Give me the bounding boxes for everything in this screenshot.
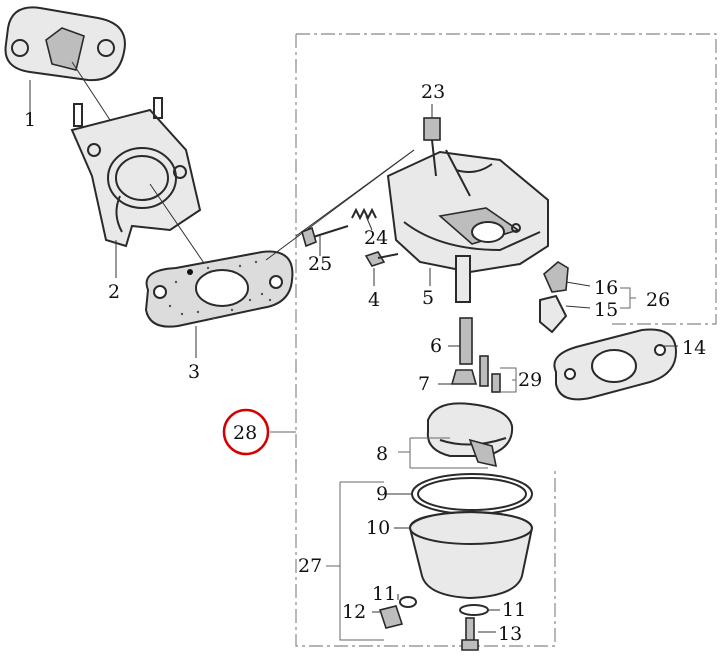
bracket-26: [620, 287, 636, 309]
part-1-insulator-gasket: [4, 6, 126, 121]
callout-6: 6: [430, 335, 442, 357]
part-25-screw: [301, 225, 349, 256]
callout-26: 26: [646, 289, 670, 311]
callout-16: 16: [594, 277, 618, 299]
part-29-pilot-jets: [479, 355, 517, 393]
callout-10: 10: [366, 517, 390, 539]
callout-12: 12: [342, 601, 366, 623]
callout-24: 24: [364, 227, 388, 249]
part-2-spacer-plate: [70, 97, 207, 278]
part-10-float-bowl: [394, 510, 534, 600]
part-3-carburetor-gasket: [144, 250, 294, 358]
callout-14: 14: [682, 337, 706, 359]
callout-11-upper: 11: [372, 583, 396, 605]
callout-4: 4: [368, 289, 380, 311]
part-5-carburetor-body: [265, 104, 549, 303]
callout-9: 9: [376, 483, 388, 505]
callout-28: 28: [233, 422, 257, 444]
highlight-circle: [222, 408, 270, 456]
part-24-spring: [351, 207, 377, 231]
callout-27: 27: [298, 555, 322, 577]
assembly-boundary: [295, 33, 717, 647]
part-8-float: [398, 402, 514, 469]
part-16-15-choke-parts: [539, 261, 591, 334]
bracket-27: [326, 481, 384, 641]
callout-15: 15: [594, 299, 618, 321]
part-9-float-bowl-gasket: [386, 473, 533, 515]
callout-3: 3: [188, 361, 200, 383]
callout-5: 5: [422, 287, 434, 309]
callout-23: 23: [421, 81, 445, 103]
callout-7: 7: [418, 373, 430, 395]
part-14-gasket: [553, 328, 678, 401]
callout-1: 1: [24, 109, 36, 131]
callout-8: 8: [376, 443, 388, 465]
part-13-bowl-bolt: [461, 617, 496, 651]
part-11-washer: [397, 594, 500, 616]
callout-13: 13: [498, 623, 522, 645]
callout-11-lower: 11: [502, 599, 526, 621]
part-6-main-nozzle: [448, 317, 473, 365]
part-7-main-jet: [438, 369, 478, 385]
callout-2: 2: [108, 281, 120, 303]
part-4-screw: [364, 251, 399, 286]
part-12-drain-screw: [372, 596, 417, 629]
callout-29: 29: [518, 369, 542, 391]
callout-25: 25: [308, 253, 332, 275]
